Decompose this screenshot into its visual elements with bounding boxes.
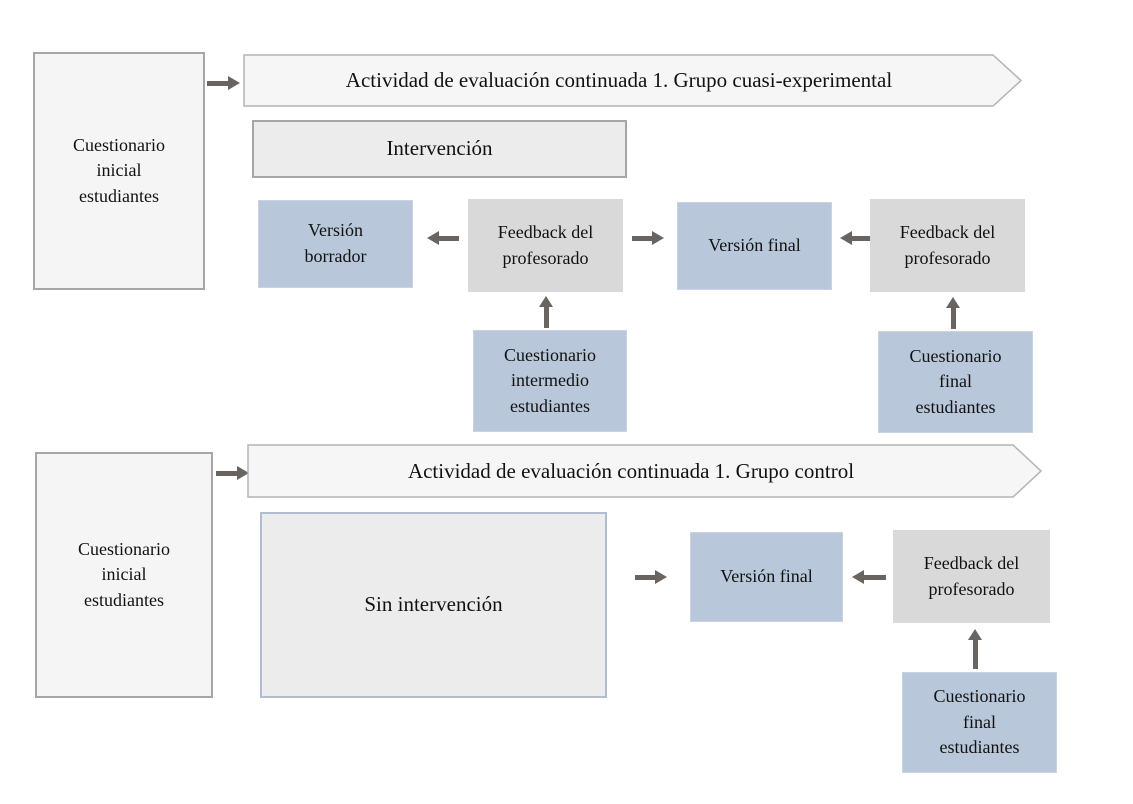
final-questionnaire-box-experimental: Cuestionario final estudiantes — [878, 331, 1033, 433]
intervention-box: Intervención — [252, 120, 627, 178]
banner-experimental-label: Actividad de evaluación continuada 1. Gr… — [345, 68, 893, 92]
initial-questionnaire-box-control: Cuestionario inicial estudiantes — [35, 452, 213, 698]
final-version-box-control: Versión final — [690, 532, 843, 622]
banner-experimental-group: Actividad de evaluación continuada 1. Gr… — [243, 54, 1023, 107]
feedback-box-control: Feedback del profesorado — [893, 530, 1050, 623]
arrow-up-icon — [968, 629, 982, 669]
intermediate-questionnaire-box: Cuestionario intermedio estudiantes — [473, 330, 627, 432]
initial-questionnaire-box-experimental: Cuestionario inicial estudiantes — [33, 52, 205, 290]
banner-control-label: Actividad de evaluación continuada 1. Gr… — [407, 458, 855, 483]
final-questionnaire-box-control: Cuestionario final estudiantes — [902, 672, 1057, 773]
feedback-box-experimental-right: Feedback del profesorado — [870, 199, 1025, 292]
final-version-box-experimental: Versión final — [677, 202, 832, 290]
arrow-left-icon — [427, 231, 459, 245]
feedback-box-experimental-left: Feedback del profesorado — [468, 199, 623, 292]
arrow-up-icon — [539, 296, 553, 328]
draft-version-box: Versión borrador — [258, 200, 413, 288]
arrow-left-icon — [840, 231, 870, 245]
arrow-right-icon — [207, 76, 240, 90]
banner-control-group: Actividad de evaluación continuada 1. Gr… — [247, 444, 1043, 498]
arrow-right-icon — [216, 466, 249, 480]
arrow-up-icon — [946, 297, 960, 329]
no-intervention-box: Sin intervención — [260, 512, 607, 698]
arrow-right-icon — [632, 231, 664, 245]
arrow-left-icon — [852, 570, 886, 584]
pentagon-arrow-shape — [247, 444, 1043, 498]
arrow-right-icon — [635, 570, 667, 584]
pentagon-arrow-shape — [243, 54, 1023, 107]
